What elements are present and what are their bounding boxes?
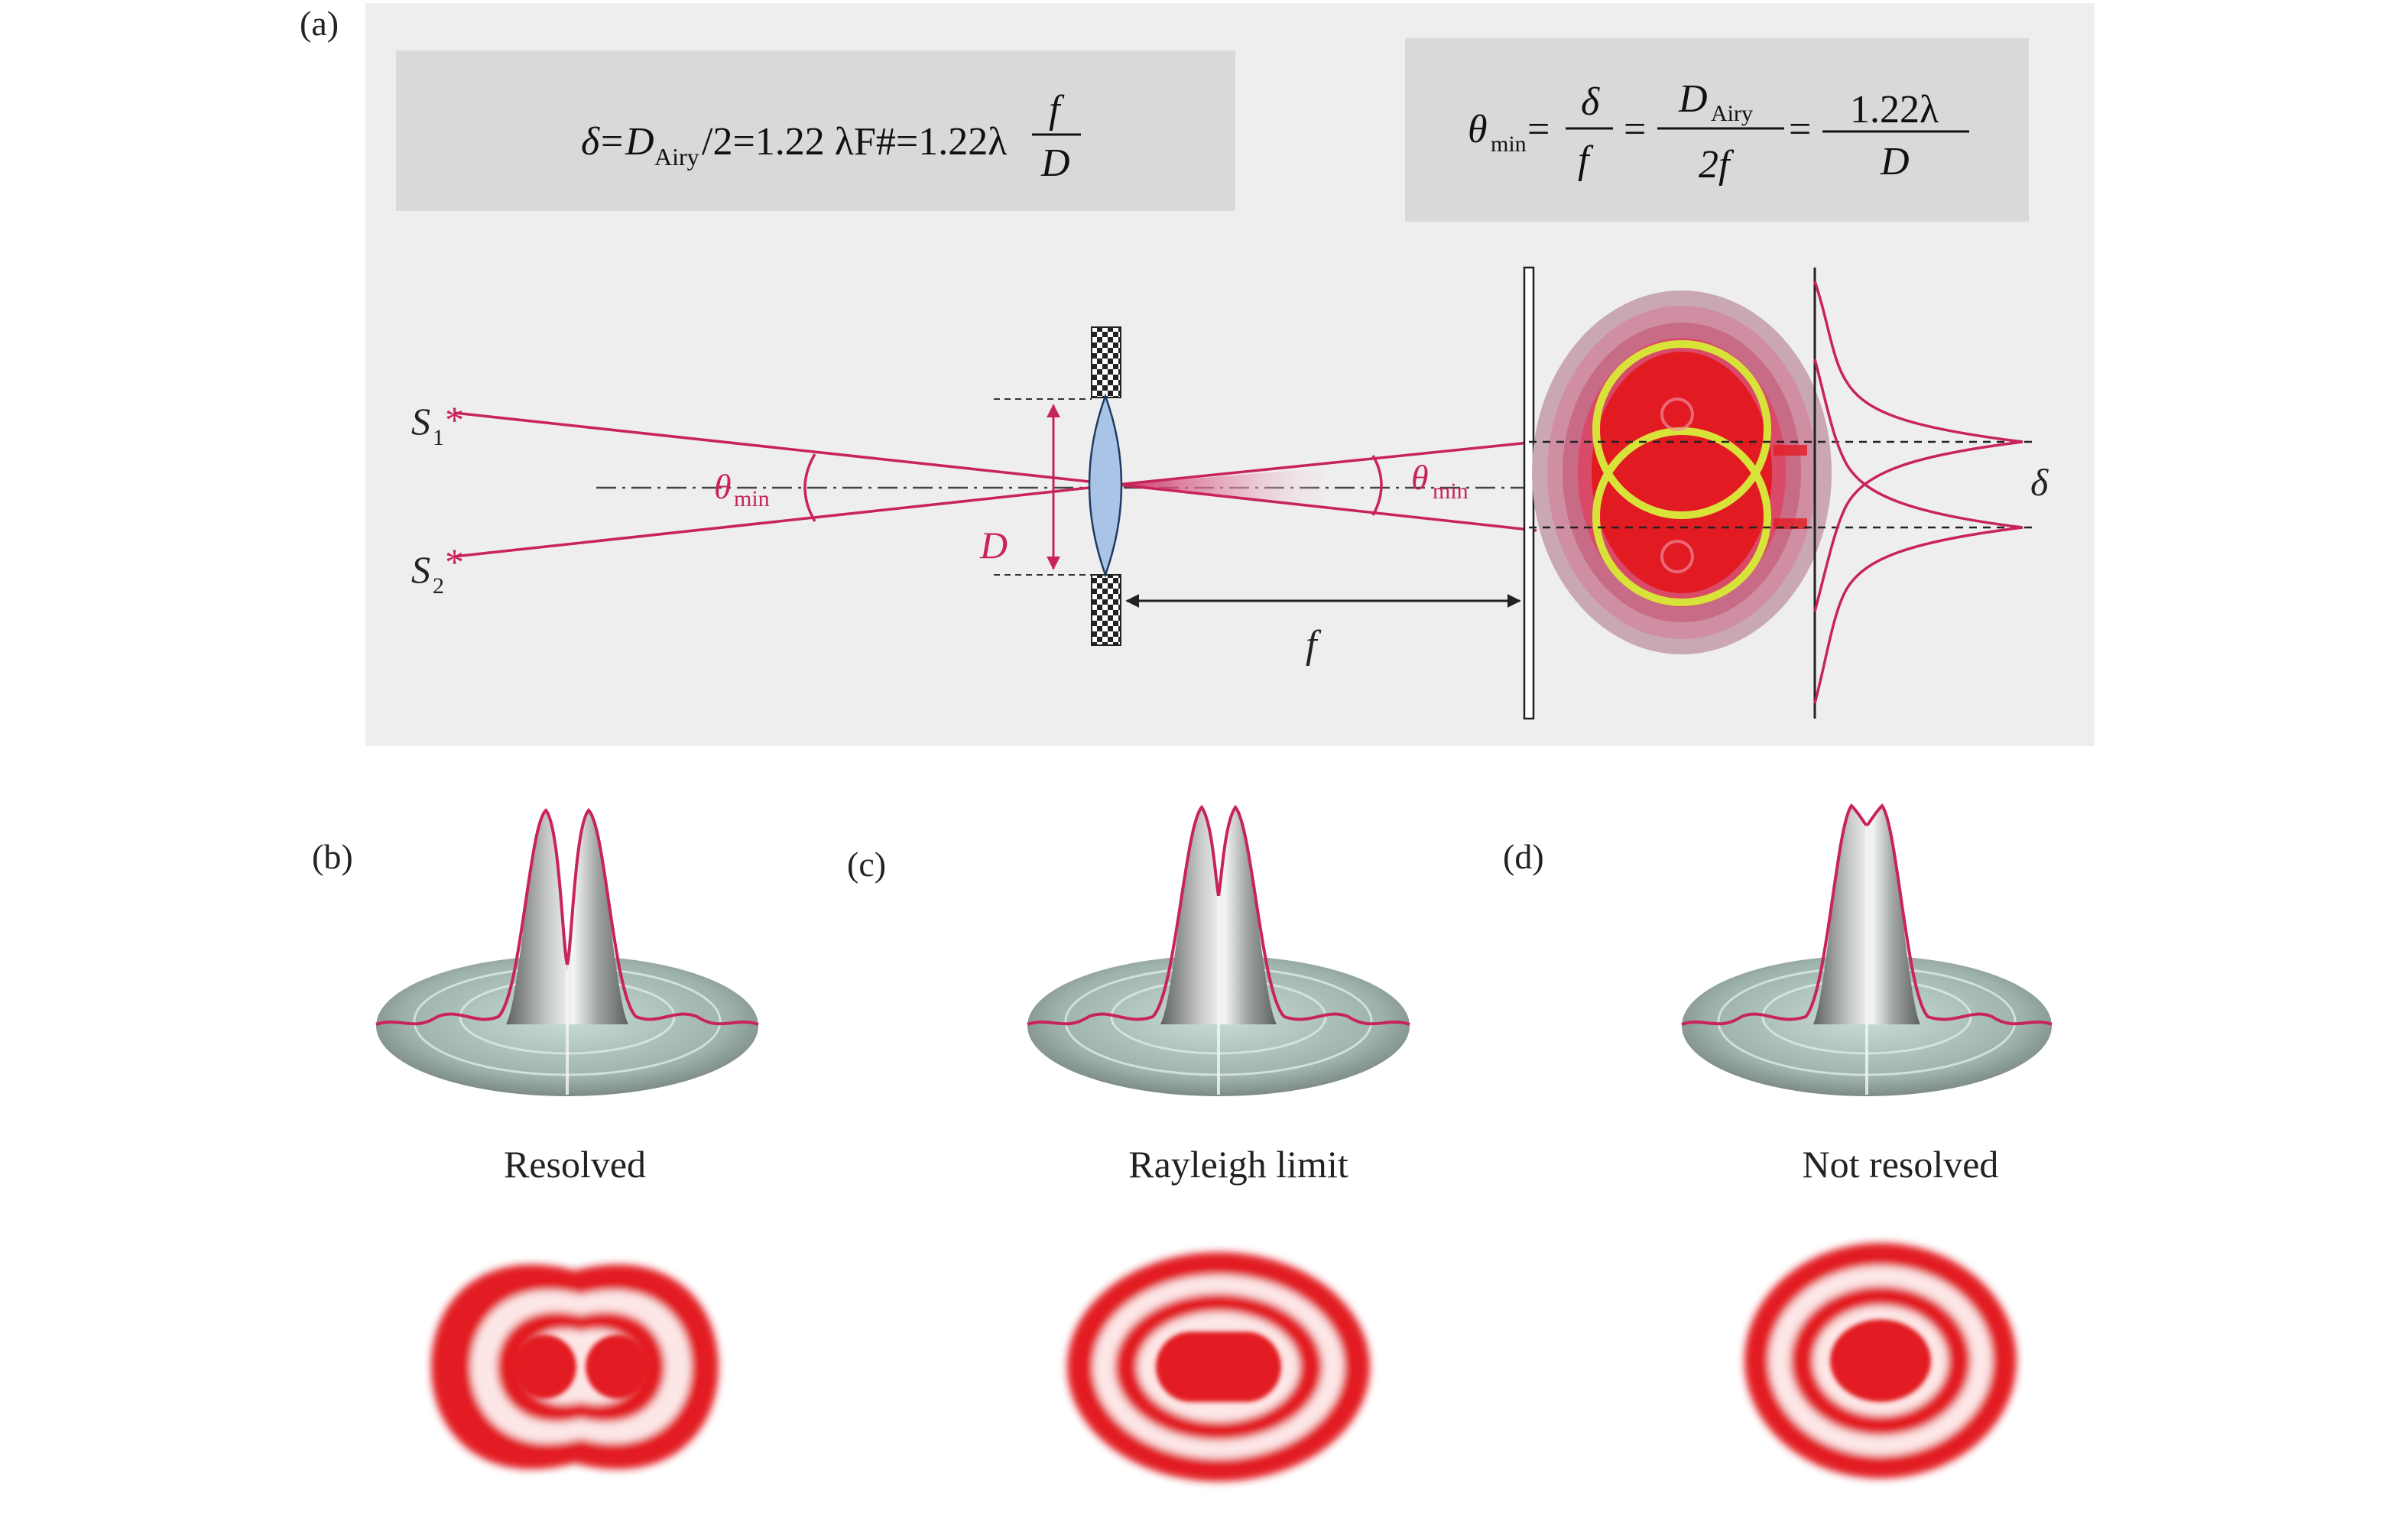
ray-s1-in <box>453 411 1118 486</box>
formula-box-right <box>1405 38 2029 222</box>
psf-surface-resolved <box>375 808 759 1096</box>
formula-left-eq: = <box>601 120 623 164</box>
theta-min-sub-right: min <box>1433 479 1468 504</box>
ray-s2-in <box>453 483 1118 558</box>
caption-not-resolved: Not resolved <box>1803 1143 1999 1186</box>
formula-right-f3-den: D <box>1880 140 1910 183</box>
formula-right-theta: θ <box>1468 108 1488 151</box>
theta-min-label-right: θ min <box>1411 458 1468 504</box>
source-s1-sub: 1 <box>433 425 444 450</box>
caption-rayleigh-limit: Rayleigh limit <box>1128 1143 1348 1186</box>
theta-symbol-right: θ <box>1411 458 1429 497</box>
formula-left-delta: δ <box>581 120 600 164</box>
formula-left-D: D <box>625 120 654 164</box>
formula-right: θ min = δ f = D Airy 2f = 1.22λ D <box>1468 77 1969 187</box>
profile-curve-lower <box>1813 359 2023 704</box>
source-s2-star: * <box>445 540 464 583</box>
caption-resolved: Resolved <box>504 1143 646 1186</box>
ray-s2-out <box>1117 440 1537 486</box>
panel-c-label: (c) <box>847 845 886 884</box>
airy-pattern-image <box>1532 290 1832 654</box>
separation-label: δ <box>2030 461 2049 504</box>
profile-curve-upper <box>1813 281 2023 612</box>
psf-surface-not-resolved <box>1681 803 2053 1096</box>
formula-right-f2-num-airy: Airy <box>1711 101 1753 126</box>
formula-right-f1-num: δ <box>1581 80 1600 124</box>
panel-a-label: (a) <box>300 4 339 43</box>
psf-surface-rayleigh <box>1027 804 1410 1096</box>
airy-disk-lower-ring <box>1592 427 1771 606</box>
formula-right-f2-den: 2f <box>1699 143 1735 187</box>
theta-symbol-left: θ <box>714 467 732 506</box>
formula-right-eq1: = <box>1527 108 1550 151</box>
formula-left-rest: /2=1.22 λF#=1.22λ <box>702 120 1007 164</box>
ray-s1-out <box>1117 483 1537 532</box>
formula-left: δ = D Airy /2=1.22 λF#=1.22λ f D <box>581 88 1081 185</box>
rays <box>453 411 1537 558</box>
aperture-stop-bottom <box>1091 574 1121 646</box>
image-plane <box>1523 266 1535 720</box>
airy-disk-upper-ring <box>1592 340 1771 519</box>
airy-rings-resolved <box>431 1264 719 1469</box>
formula-right-f3-num: 1.22λ <box>1850 88 1939 131</box>
panel-b-label: (b) <box>312 837 353 876</box>
formula-left-airy-sub: Airy <box>654 143 699 170</box>
airy-rings-not-resolved <box>1744 1243 2017 1478</box>
panel-d-label: (d) <box>1503 837 1544 876</box>
airy-rings-rayleigh <box>1067 1252 1370 1481</box>
formula-right-min-sub: min <box>1491 131 1527 157</box>
theta-min-sub-left: min <box>734 486 770 511</box>
aperture-stop-top <box>1091 326 1121 398</box>
formula-right-f2-num-D: D <box>1678 77 1708 121</box>
formula-left-denominator: D <box>1040 141 1070 185</box>
source-s1-label: S 1 * <box>411 398 464 450</box>
source-s2-label: S 2 * <box>411 540 464 599</box>
source-s2-sub: 2 <box>433 573 444 599</box>
theta-min-arc-left <box>803 453 816 522</box>
source-s1-letter: S <box>411 400 430 443</box>
theta-min-arc-right <box>1371 455 1383 516</box>
aperture-label: D <box>979 524 1008 566</box>
formula-right-eq3: = <box>1789 108 1811 151</box>
formula-right-eq2: = <box>1624 108 1646 151</box>
lens <box>1088 393 1123 578</box>
focused-beam-cone <box>1118 468 1324 508</box>
source-s1-star: * <box>445 398 464 441</box>
theta-min-label-left: θ min <box>714 467 770 511</box>
source-s2-letter: S <box>411 548 430 591</box>
formula-box-left <box>396 50 1235 211</box>
